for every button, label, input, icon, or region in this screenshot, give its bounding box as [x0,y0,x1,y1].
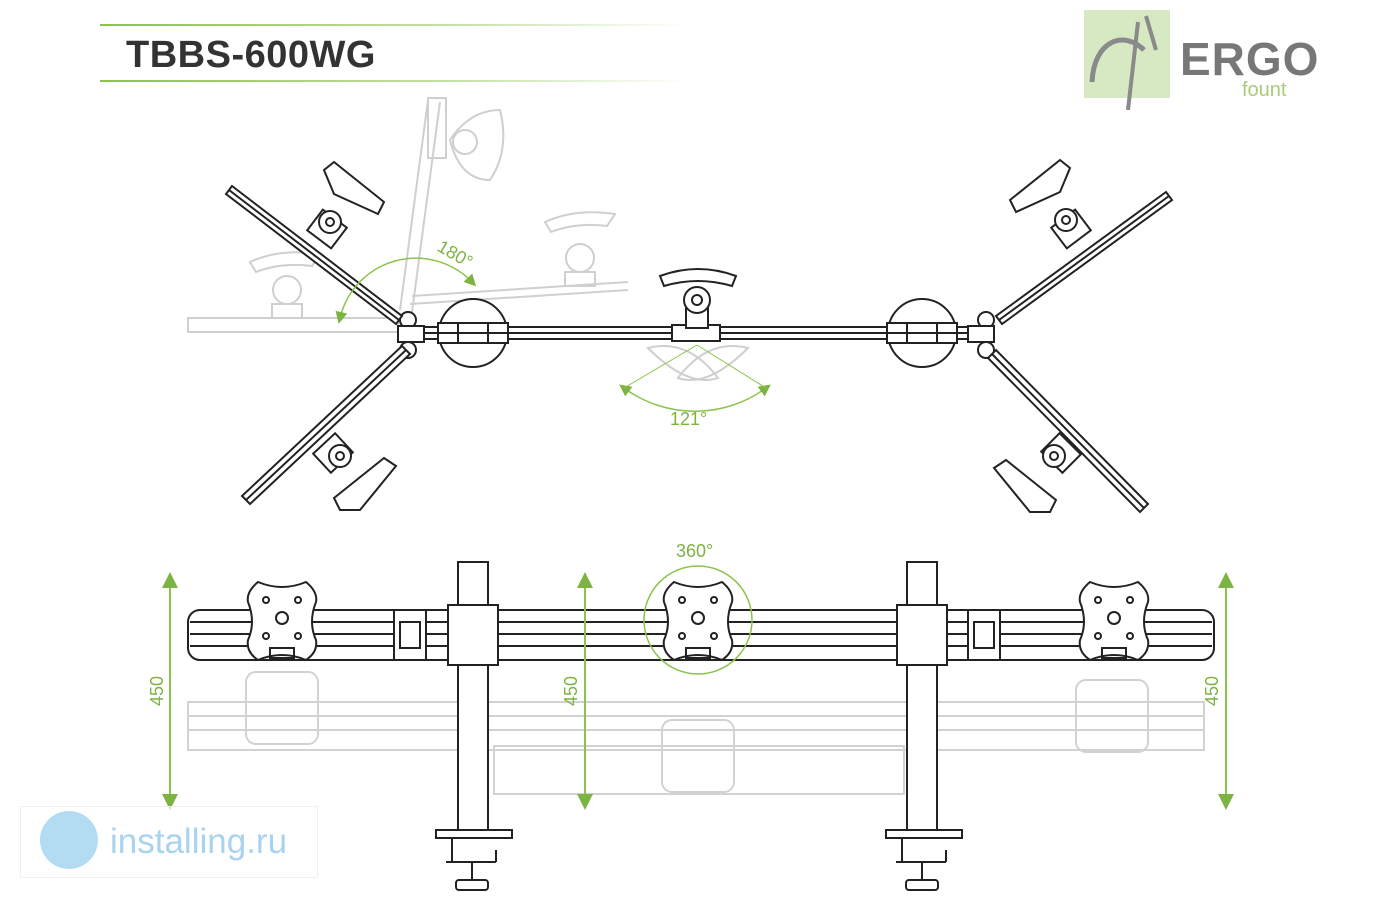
vesa-plate-left [246,580,318,662]
arm-swing-angle-label: 180° [434,236,476,272]
ergofount-logo-mark [1084,10,1170,110]
logo-brand: ERGO [1180,33,1320,85]
title-rule-bottom [100,80,690,82]
front-view [162,561,1234,891]
vesa-plate-center [643,565,753,675]
tilt-angle-label: 121° [670,409,707,429]
height-dimension-left: 450 [147,676,167,706]
top-view [187,97,1174,514]
globe-icon [40,811,98,869]
title-rule-top [100,24,690,26]
model-title: TBBS-600WG [126,34,376,76]
height-dimension-right: 450 [1202,676,1222,706]
rotation-angle-label: 360° [676,541,713,561]
vesa-plate-right [1078,580,1150,662]
logo-sub: fount [1242,79,1287,101]
watermark-text: installing.ru [110,822,288,861]
height-dimension-center: 450 [561,676,581,706]
ghost-lowered-bar [187,671,1205,795]
